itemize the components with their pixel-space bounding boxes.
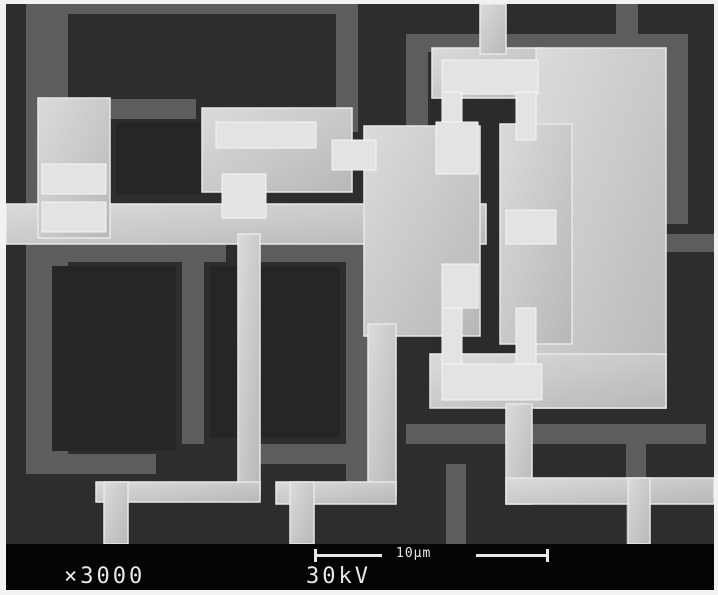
voltage-label: 30kV bbox=[306, 564, 371, 589]
scale-tick-right bbox=[546, 549, 549, 562]
scale-bar-line-right bbox=[476, 554, 548, 557]
noise-overlay bbox=[6, 4, 714, 544]
scale-bar: 10μm bbox=[314, 546, 550, 564]
scale-bar-label: 10μm bbox=[396, 546, 432, 561]
micrograph-image bbox=[6, 4, 714, 544]
scale-bar-line-left bbox=[314, 554, 382, 557]
sem-data-bar: ×3000 30kV 10μm bbox=[6, 544, 714, 590]
micrograph-svg bbox=[6, 4, 714, 544]
magnification-label: ×3000 bbox=[64, 564, 146, 589]
